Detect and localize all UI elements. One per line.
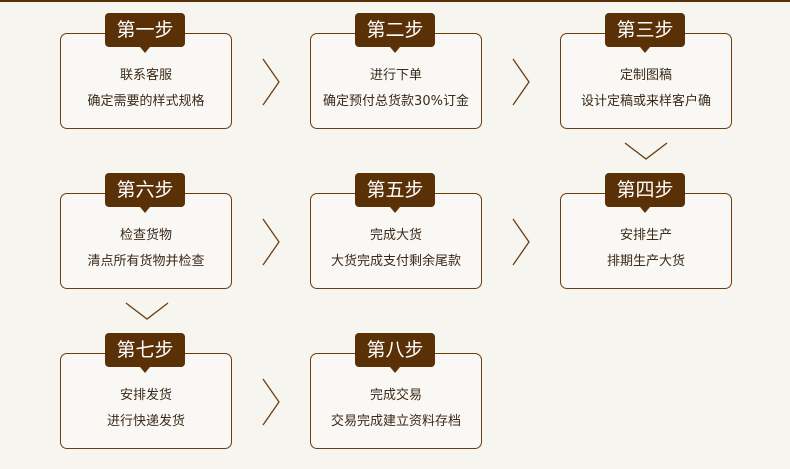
step-5-card: 第五步完成大货大货完成支付剩余尾款 [310, 173, 482, 289]
step-desc: 设计定稿或来样客户确 [580, 94, 711, 109]
step-desc: 进行快递发货 [106, 414, 185, 429]
step-badge: 第四步 [605, 173, 685, 213]
step-badge: 第二步 [355, 13, 435, 53]
step-desc: 交易完成建立资料存档 [330, 414, 461, 429]
step-desc: 确定预付总货款30%订金 [323, 94, 469, 109]
step-8-card: 第八步完成交易交易完成建立资料存档 [310, 333, 482, 449]
step-1-card: 第一步联系客服确定需要的样式规格 [60, 13, 232, 129]
step-2-card: 第二步进行下单确定预付总货款30%订金 [310, 13, 482, 129]
step-title: 完成交易 [369, 388, 422, 403]
step-title: 进行下单 [369, 68, 422, 83]
step-desc: 清点所有货物并检查 [87, 254, 205, 269]
step-badge: 第六步 [105, 173, 185, 213]
step-title: 安排发货 [119, 388, 172, 403]
step-badge: 第三步 [605, 13, 685, 53]
step-title: 安排生产 [619, 228, 672, 243]
chevron-right-icon [262, 218, 280, 266]
step-desc: 排期生产大货 [606, 254, 685, 269]
step-badge: 第五步 [355, 173, 435, 213]
step-badge: 第八步 [355, 333, 435, 373]
step-desc: 确定需要的样式规格 [87, 94, 205, 109]
step-4-card: 第四步安排生产排期生产大货 [560, 173, 732, 289]
step-badge: 第一步 [105, 13, 185, 53]
chevron-right-icon [262, 58, 280, 106]
chevron-right-icon [512, 218, 530, 266]
chevron-right-icon [512, 58, 530, 106]
top-border [0, 0, 790, 2]
step-3-card: 第三步定制图稿设计定稿或来样客户确 [560, 13, 732, 129]
step-desc: 大货完成支付剩余尾款 [330, 254, 461, 269]
chevron-right-icon [262, 378, 280, 426]
step-badge: 第七步 [105, 333, 185, 373]
step-title: 完成大货 [369, 228, 422, 243]
chevron-down-icon [624, 142, 668, 160]
step-title: 检查货物 [119, 228, 172, 243]
step-title: 联系客服 [119, 68, 172, 83]
step-title: 定制图稿 [619, 68, 672, 83]
step-7-card: 第七步安排发货进行快递发货 [60, 333, 232, 449]
chevron-down-icon [125, 302, 169, 320]
step-6-card: 第六步检查货物清点所有货物并检查 [60, 173, 232, 289]
